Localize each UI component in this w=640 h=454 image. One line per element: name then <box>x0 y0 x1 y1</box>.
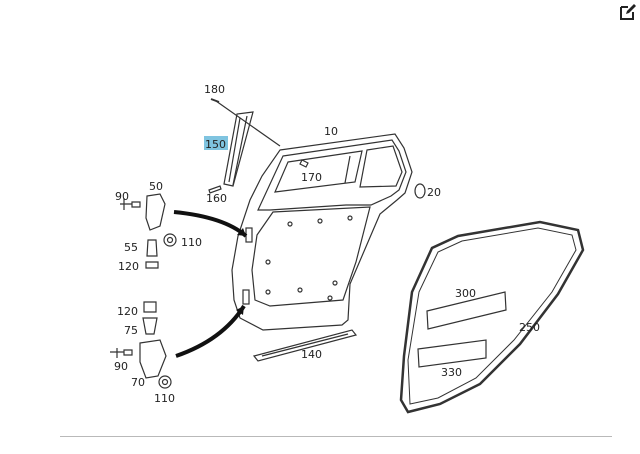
callout-170[interactable]: 170 <box>301 171 322 184</box>
callout-50[interactable]: 50 <box>149 180 163 193</box>
callout-300[interactable]: 300 <box>455 287 476 300</box>
callout-250[interactable]: 250 <box>519 321 540 334</box>
edit-button[interactable] <box>618 2 638 22</box>
callout-55[interactable]: 55 <box>124 241 138 254</box>
callout-160[interactable]: 160 <box>206 192 227 205</box>
callout-70[interactable]: 70 <box>131 376 145 389</box>
door-drawing <box>110 98 585 414</box>
callout-90-lower[interactable]: 90 <box>114 360 128 373</box>
callout-110-upper[interactable]: 110 <box>181 236 202 249</box>
callout-330[interactable]: 330 <box>441 366 462 379</box>
callout-120-lower[interactable]: 120 <box>117 305 138 318</box>
callout-90-upper[interactable]: 90 <box>115 190 129 203</box>
callout-150[interactable]: 150 <box>205 138 226 151</box>
highlight-150 <box>204 136 228 150</box>
divider <box>60 436 612 437</box>
callout-75[interactable]: 75 <box>124 324 138 337</box>
callout-180[interactable]: 180 <box>204 83 225 96</box>
edit-icon <box>620 4 636 20</box>
callout-110-lower[interactable]: 110 <box>154 392 175 405</box>
callout-140[interactable]: 140 <box>301 348 322 361</box>
callout-10[interactable]: 10 <box>324 125 338 138</box>
callout-120-upper[interactable]: 120 <box>118 260 139 273</box>
callout-20[interactable]: 20 <box>427 186 441 199</box>
arrow-lower <box>175 304 246 358</box>
arrow-upper <box>173 210 248 238</box>
